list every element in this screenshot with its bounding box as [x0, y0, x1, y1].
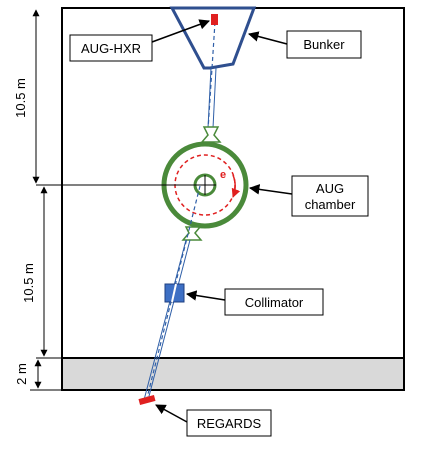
dimension-upper-label: 10.5 m	[13, 78, 28, 118]
lower-port	[181, 226, 203, 241]
sightline-lower	[145, 185, 201, 403]
beam-tube-lower-right	[147, 239, 191, 401]
upper-port	[200, 126, 222, 143]
aug-hxr-callout-box	[69, 34, 153, 62]
collimator-label: Collimator	[245, 295, 304, 310]
beam-tube-upper-right	[212, 67, 217, 129]
aug-chamber-label-line2: chamber	[305, 197, 356, 212]
aug-chamber-pointer	[248, 184, 293, 195]
aug-hxr-detector	[211, 14, 218, 25]
regards-detector	[138, 395, 156, 405]
electron-label: e	[220, 169, 226, 181]
collimator-bore	[171, 283, 177, 303]
bunker-callout-box	[286, 30, 362, 59]
dimension-middle-label: 10.5 m	[21, 263, 36, 303]
regards-callout-box	[186, 409, 272, 437]
aug-chamber-label-line1: AUG	[316, 181, 344, 196]
collimator-callout-box	[224, 288, 324, 316]
beam-tube-upper-left	[207, 67, 212, 129]
bunker-label: Bunker	[303, 37, 345, 52]
beam-tube-lower-left	[143, 239, 187, 401]
electron-direction-arrow	[231, 174, 241, 198]
floor-slab	[61, 357, 405, 391]
aug-hxr-pointer	[151, 19, 210, 43]
regards-pointer	[155, 404, 188, 423]
bunker	[169, 6, 257, 70]
dimension-lower-label: 2 m	[14, 363, 29, 385]
bunker-pointer	[247, 31, 288, 45]
regards-label: REGARDS	[197, 416, 262, 431]
aug-chamber-callout-box	[291, 175, 369, 217]
aug-hxr-label: AUG-HXR	[81, 41, 141, 56]
collimator-pointer	[185, 290, 226, 301]
